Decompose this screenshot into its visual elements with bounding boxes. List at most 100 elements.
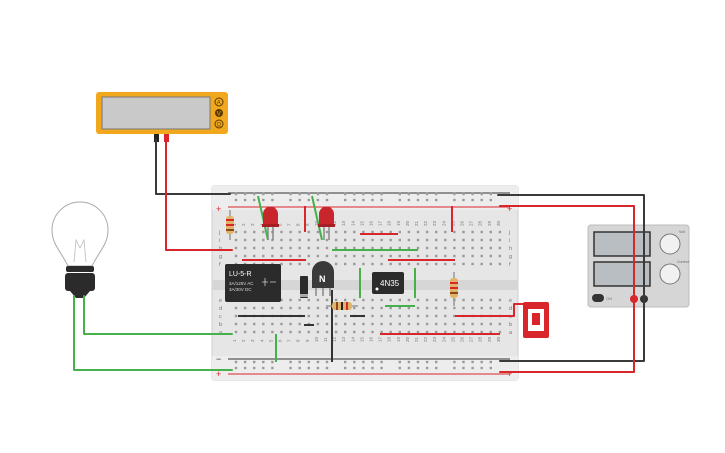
breadboard-hole[interactable] [480,322,483,326]
breadboard-hole[interactable] [234,306,238,310]
breadboard-hole[interactable] [444,298,447,302]
breadboard-hole[interactable] [471,330,474,334]
breadboard-hole[interactable] [234,322,238,326]
breadboard-hole[interactable] [462,262,465,266]
breadboard-hole[interactable] [489,330,492,334]
breadboard-hole[interactable] [407,198,411,202]
breadboard-hole[interactable] [253,238,256,242]
breadboard-hole[interactable] [425,306,429,310]
breadboard-hole[interactable] [398,298,401,302]
breadboard-hole[interactable] [344,230,347,234]
breadboard-hole[interactable] [262,254,265,258]
breadboard-hole[interactable] [371,322,374,326]
breadboard-hole[interactable] [425,238,429,242]
breadboard-hole[interactable] [371,192,374,196]
breadboard-hole[interactable] [489,306,492,310]
board-jumpers[interactable] [238,195,505,362]
breadboard-hole[interactable] [462,298,465,302]
breadboard-hole[interactable] [371,298,374,302]
breadboard-hole[interactable] [307,254,310,258]
light-bulb[interactable] [51,201,109,298]
breadboard-hole[interactable] [398,254,401,258]
breadboard-hole[interactable] [435,230,438,234]
breadboard-hole[interactable] [289,254,292,258]
breadboard-hole[interactable] [407,262,411,266]
breadboard-hole[interactable] [462,330,465,334]
breadboard-hole[interactable] [389,254,392,258]
breadboard-hole[interactable] [389,314,392,318]
breadboard-hole[interactable] [480,238,483,242]
breadboard-hole[interactable] [435,298,438,302]
breadboard-hole[interactable] [371,230,374,234]
breadboard-hole[interactable] [298,238,301,242]
breadboard-hole[interactable] [334,298,338,302]
breadboard-hole[interactable] [316,192,320,196]
breadboard-hole[interactable] [307,330,310,334]
breadboard-hole[interactable] [471,366,474,370]
breadboard-hole[interactable] [253,230,256,234]
breadboard-hole[interactable] [425,314,429,318]
breadboard-hole[interactable] [380,238,383,242]
breadboard-hole[interactable] [262,192,265,196]
breadboard-hole[interactable] [471,198,474,202]
breadboard-hole[interactable] [307,306,310,310]
led-red-left[interactable] [262,206,279,240]
breadboard-hole[interactable] [407,366,411,370]
breadboard-hole[interactable] [462,238,465,242]
breadboard-hole[interactable] [416,330,420,334]
multimeter-mode-buttons[interactable]: A V Ω [214,97,224,129]
breadboard-hole[interactable] [325,238,329,242]
breadboard-hole[interactable] [425,246,429,250]
breadboard-hole[interactable] [325,306,329,310]
breadboard-hole[interactable] [344,246,347,250]
breadboard-hole[interactable] [289,360,292,364]
breadboard-hole[interactable] [353,360,356,364]
breadboard-hole[interactable] [344,198,347,202]
breadboard-hole[interactable] [371,262,374,266]
breadboard-hole[interactable] [462,230,465,234]
breadboard-hole[interactable] [362,262,365,266]
breadboard-hole[interactable] [444,322,447,326]
breadboard-hole[interactable] [307,298,310,302]
multimeter-mode-ohmmeter[interactable]: Ω [217,123,222,129]
breadboard-hole[interactable] [280,262,283,266]
breadboard-hole[interactable] [380,262,383,266]
breadboard-hole[interactable] [353,366,356,370]
breadboard-hole[interactable] [234,238,238,242]
diode[interactable] [300,276,308,298]
breadboard-hole[interactable] [353,230,356,234]
breadboard-hole[interactable] [289,366,292,370]
breadboard-hole[interactable] [280,330,283,334]
breadboard-hole[interactable] [234,198,238,202]
breadboard-hole[interactable] [498,298,502,302]
breadboard-hole[interactable] [289,322,292,326]
breadboard-hole[interactable] [307,360,310,364]
breadboard-hole[interactable] [362,254,365,258]
breadboard-hole[interactable] [243,192,247,196]
transistor-npn[interactable]: N [312,261,334,296]
breadboard-hole[interactable] [280,254,283,258]
breadboard-hole[interactable] [498,322,502,326]
breadboard-hole[interactable] [334,230,338,234]
breadboard-hole[interactable] [243,238,247,242]
breadboard-hole[interactable] [307,262,310,266]
breadboard-hole[interactable] [289,330,292,334]
breadboard-hole[interactable] [425,198,429,202]
breadboard-hole[interactable] [416,298,420,302]
breadboard-hole[interactable] [380,366,383,370]
breadboard-hole[interactable] [453,306,456,310]
breadboard-hole[interactable] [307,238,310,242]
breadboard-hole[interactable] [353,254,356,258]
breadboard-hole[interactable] [435,306,438,310]
breadboard-hole[interactable] [371,314,374,318]
breadboard-hole[interactable] [325,298,329,302]
breadboard-hole[interactable] [380,192,383,196]
breadboard-hole[interactable] [253,360,256,364]
breadboard-hole[interactable] [353,192,356,196]
breadboard-hole[interactable] [234,254,238,258]
breadboard-hole[interactable] [498,254,502,258]
breadboard-hole[interactable] [325,314,329,318]
breadboard-hole[interactable] [453,198,456,202]
breadboard-hole[interactable] [307,314,310,318]
